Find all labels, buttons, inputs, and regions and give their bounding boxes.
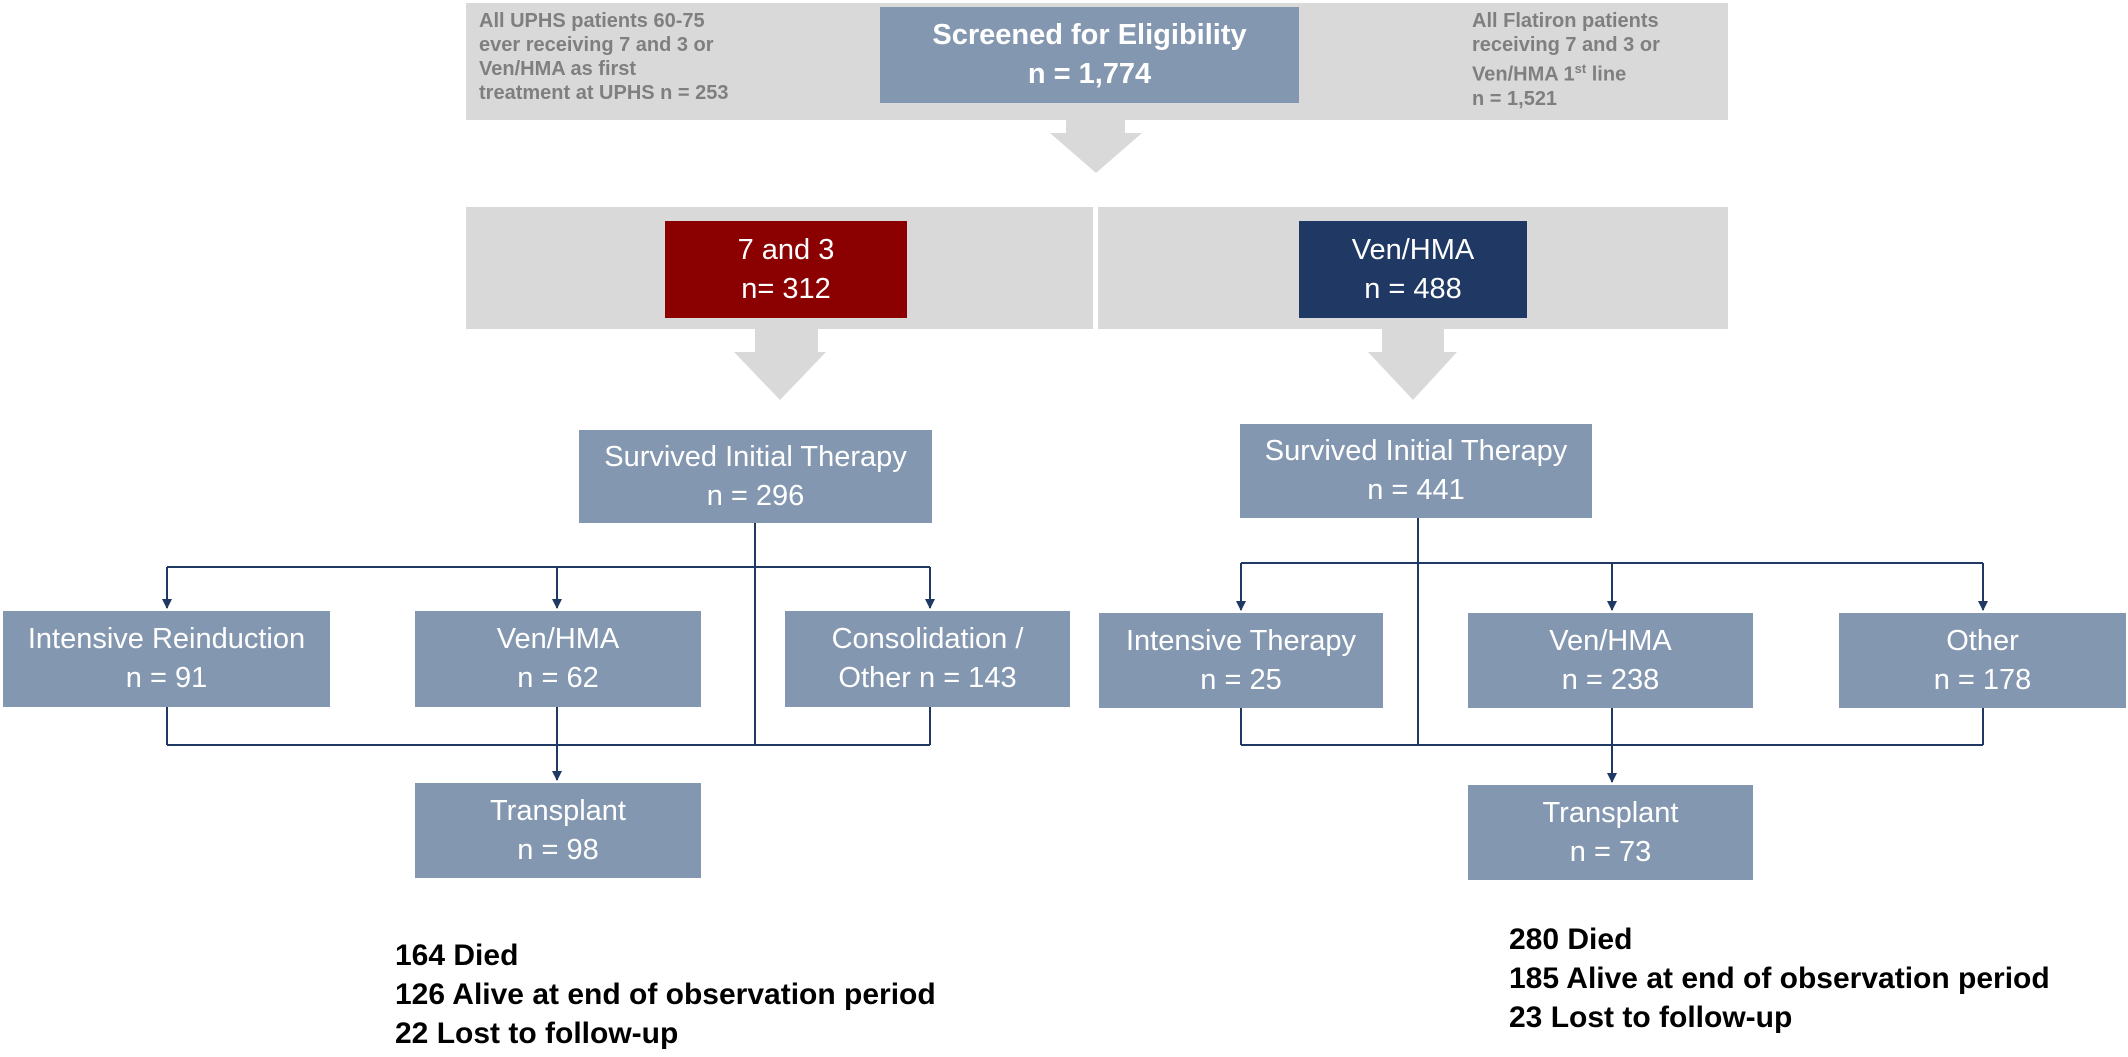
- flatiron-note-line: Ven/HMA 1st line: [1472, 57, 1660, 87]
- uphs-note: All UPHS patients 60-75 ever receiving 7…: [479, 9, 729, 105]
- outcome-died: 164 Died: [395, 939, 519, 972]
- flatiron-note-line: receiving 7 and 3 or: [1472, 34, 1660, 56]
- right-ven-hma-box: Ven/HMA n = 238: [1468, 613, 1753, 708]
- ven-hma-arm-box: Ven/HMA n = 488: [1299, 221, 1527, 318]
- right-intensive-therapy-box: Intensive Therapy n = 25: [1099, 613, 1383, 708]
- right-arm-down-arrow: [1368, 329, 1457, 400]
- arm-label: Ven/HMA: [1351, 233, 1475, 266]
- flatiron-note-line: All Flatiron patients: [1472, 10, 1659, 32]
- left-consolidation-other-box: Consolidation / Other n = 143: [785, 611, 1070, 707]
- seven-and-three-arm-box: 7 and 3 n= 312: [665, 221, 907, 318]
- right-survived-box: Survived Initial Therapy n = 441: [1240, 424, 1592, 518]
- screening-count: n = 1,774: [1027, 58, 1152, 90]
- right-outcomes: 280 Died 185 Alive at end of observation…: [1509, 920, 2050, 1037]
- flatiron-note-line: n = 1,521: [1472, 87, 1558, 110]
- outcome-lost: 23 Lost to follow-up: [1509, 1001, 1793, 1034]
- flatiron-note-superscript: st: [1574, 61, 1587, 76]
- flatiron-note: All Flatiron patients receiving 7 and 3 …: [1472, 9, 1660, 111]
- screening-title: Screened for Eligibility: [932, 19, 1247, 51]
- outcome-lost: 22 Lost to follow-up: [395, 1017, 679, 1050]
- arm-label: 7 and 3: [737, 233, 835, 266]
- uphs-note-line: treatment at UPHS n = 253: [479, 82, 729, 104]
- screening-down-arrow: [1050, 120, 1142, 173]
- right-transplant-box: Transplant n = 73: [1468, 785, 1753, 880]
- uphs-note-line: All UPHS patients 60-75: [479, 10, 705, 32]
- uphs-note-line: Ven/HMA as first: [479, 58, 637, 80]
- arm-count: n= 312: [741, 272, 831, 305]
- outcome-alive: 126 Alive at end of observation period: [395, 978, 936, 1011]
- screening-box: Screened for Eligibility n = 1,774: [880, 7, 1299, 103]
- outcome-alive: 185 Alive at end of observation period: [1509, 962, 2050, 995]
- left-transplant-box: Transplant n = 98: [415, 783, 701, 878]
- flatiron-note-text: line: [1586, 63, 1627, 86]
- arm-count: n = 488: [1364, 272, 1462, 305]
- left-ven-hma-box: Ven/HMA n = 62: [415, 611, 701, 707]
- left-survived-box: Survived Initial Therapy n = 296: [579, 430, 932, 523]
- left-intensive-reinduction-box: Intensive Reinduction n = 91: [3, 611, 330, 707]
- outcome-died: 280 Died: [1509, 923, 1633, 956]
- flatiron-note-text: Ven/HMA 1: [1472, 63, 1575, 86]
- uphs-note-line: ever receiving 7 and 3 or: [479, 34, 714, 56]
- left-arm-down-arrow: [734, 329, 826, 400]
- left-outcomes: 164 Died 126 Alive at end of observation…: [395, 936, 936, 1053]
- right-other-box: Other n = 178: [1839, 613, 2126, 708]
